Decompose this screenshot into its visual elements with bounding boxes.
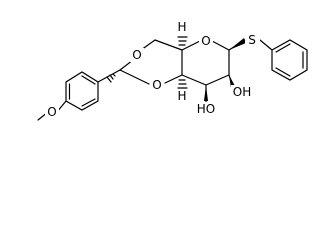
wedge-c2-oh <box>229 75 235 88</box>
hash-c4-h <box>177 79 188 89</box>
bond-ch2-c5 <box>154 39 183 51</box>
bond-aryl-acetal <box>97 69 121 83</box>
bond-s-phenyl <box>259 39 273 51</box>
bond-c4-o-bottom <box>164 74 183 84</box>
bond-c5-o-ring <box>181 40 201 51</box>
molecule-structure: O S O O OH HO H H O <box>37 20 308 121</box>
wedge-c3-oh <box>204 85 208 101</box>
hydroxyl-c3-label: HO <box>197 102 215 116</box>
hydrogen-top-label: H <box>177 20 186 34</box>
hydroxyl-c2-label: OH <box>233 85 251 99</box>
methoxy-oxygen-label: O <box>47 105 56 119</box>
wedge-c1-s <box>229 38 246 50</box>
dioxane-oxygen-bottom-label: O <box>152 78 161 92</box>
bond-phenyl-ring <box>271 39 308 81</box>
bond-anisyl-ring <box>65 71 99 111</box>
bond-layer <box>37 39 308 121</box>
hash-c5-h <box>177 36 188 46</box>
hash-acetal-aryl <box>106 73 116 83</box>
bond-phenyl-double-3 <box>275 67 291 77</box>
bond-c3-c4 <box>181 74 207 86</box>
bond-c2-c3 <box>205 74 230 86</box>
sulfur-label: S <box>248 33 256 47</box>
bond-phenyl-double-1 <box>275 43 291 53</box>
stereo-layer <box>106 36 246 101</box>
bond-anisyl-double-2 <box>81 75 96 85</box>
atom-label-layer: O S O O OH HO H H O <box>45 20 260 119</box>
bond-o-ring-c1 <box>211 40 230 51</box>
hydrogen-bottom-label: H <box>177 89 186 103</box>
bond-o-bottom-acetal <box>119 69 150 85</box>
dioxane-oxygen-top-label: O <box>132 48 141 62</box>
bond-anisyl-double-3 <box>81 98 96 107</box>
ring-oxygen-label: O <box>201 34 210 48</box>
